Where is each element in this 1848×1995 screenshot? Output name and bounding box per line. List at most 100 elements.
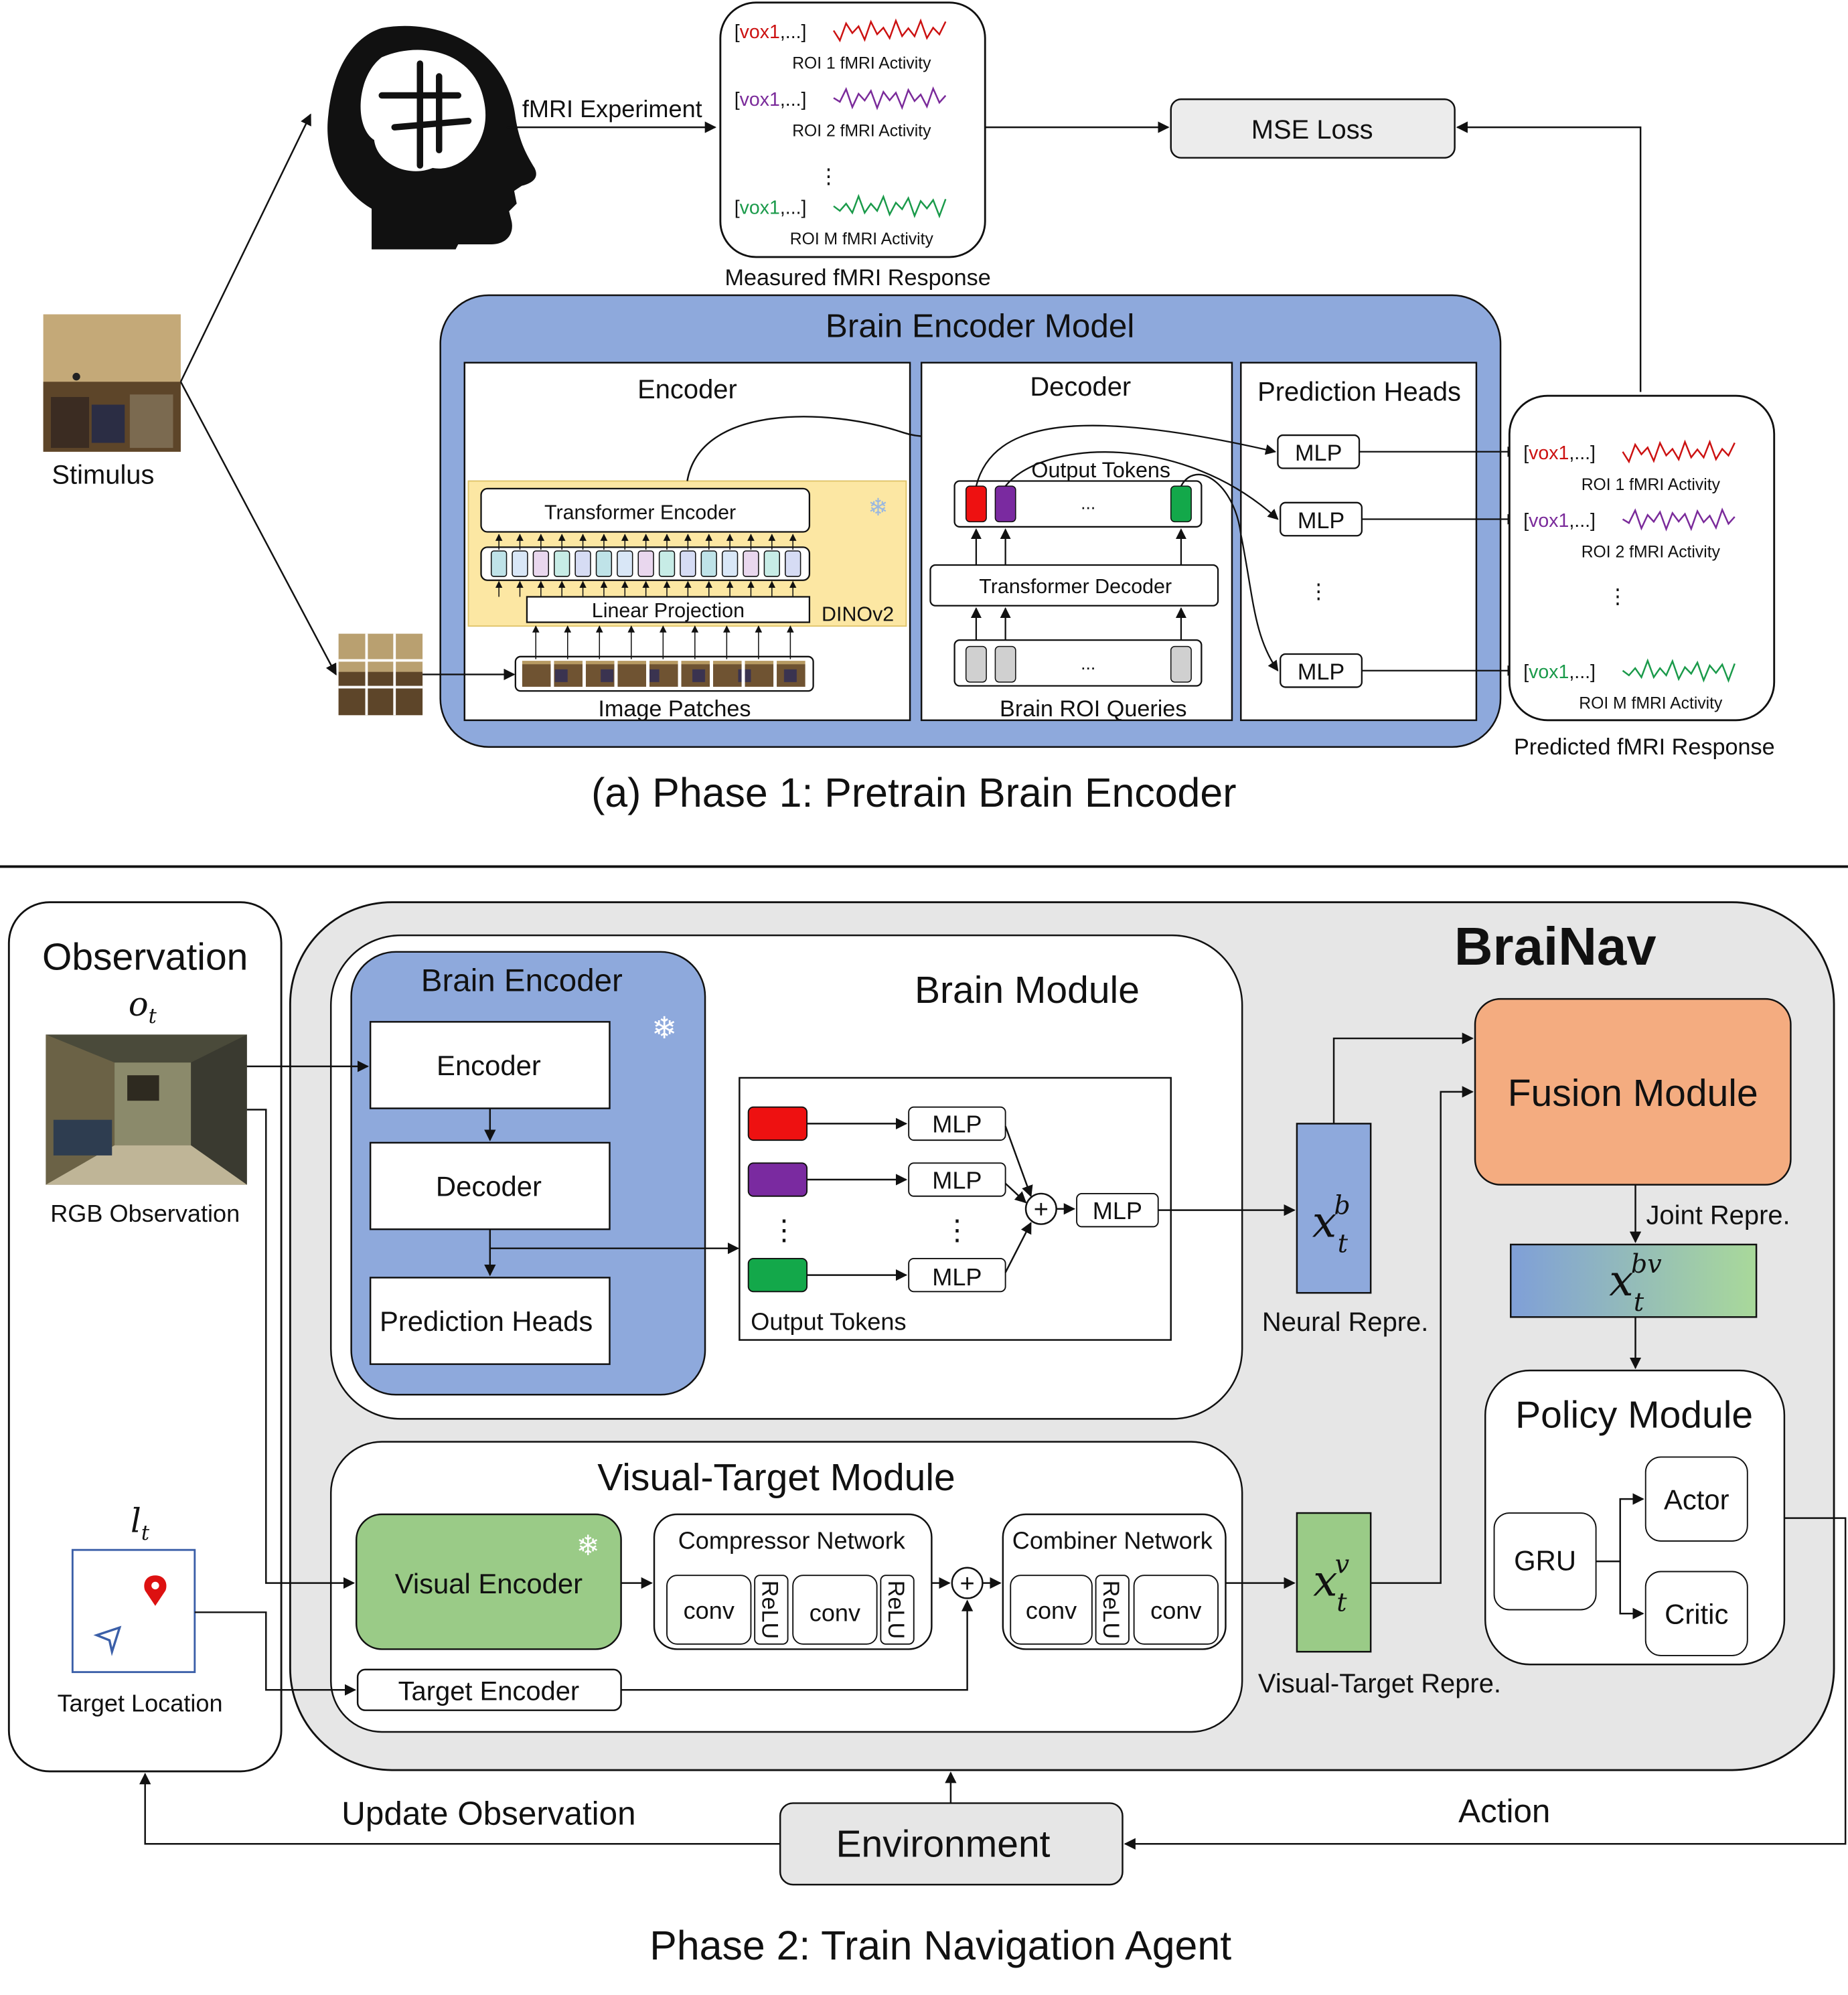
output-token-red <box>965 485 987 523</box>
p2-decoder-box <box>369 1141 611 1230</box>
predicted-fmri-box <box>1508 394 1776 722</box>
head-mlp-2-label: MLP <box>1298 508 1344 534</box>
update-observation-label: Update Observation <box>341 1796 635 1832</box>
p2-encoder-label: Encoder <box>437 1050 541 1081</box>
roi-queries-strip <box>953 639 1203 687</box>
compressor-relu-2-label: ReLU <box>883 1581 909 1639</box>
head-mlp-m-label: MLP <box>1298 659 1344 685</box>
predicted-waveform-2 <box>1622 658 1736 684</box>
target-encoder-box <box>356 1668 622 1711</box>
measured-waveform-1 <box>833 86 947 110</box>
encoder-token-cell <box>721 550 739 577</box>
critic-label: Critic <box>1665 1598 1728 1629</box>
heads-dots: ⋮ <box>1308 580 1328 603</box>
target-encoder-label: Target Encoder <box>398 1676 580 1706</box>
joint-repr-box <box>1510 1243 1758 1318</box>
encoder-token-cell <box>763 550 781 577</box>
combiner-network-label: Combiner Network <box>1012 1526 1213 1554</box>
encoder-token-cell <box>658 550 676 577</box>
predicted-activity-0: ROI 1 fMRI Activity <box>1582 476 1721 494</box>
predicted-vox-2: [vox1,...] <box>1523 661 1596 683</box>
tokens-dots: ⋮ <box>770 1214 798 1245</box>
rgb-observation-image <box>46 1034 247 1185</box>
output-tokens-strip <box>953 480 1203 528</box>
token-mlp-1-label: MLP <box>932 1111 982 1138</box>
target-location-map <box>71 1548 196 1674</box>
measured-vox-0: [vox1,...] <box>735 21 807 43</box>
token-mlp-2-label: MLP <box>932 1166 982 1194</box>
compressor-conv-2-label: conv <box>810 1599 860 1627</box>
action-label: Action <box>1458 1793 1550 1830</box>
brain-module-title: Brain Module <box>915 969 1140 1012</box>
measured-dots: ⋮ <box>818 165 838 188</box>
combiner-conv-2-label: conv <box>1150 1597 1201 1624</box>
observation-title: Observation <box>42 935 248 978</box>
p2-encoder-box <box>369 1021 611 1109</box>
predicted-fmri-rows: [vox1,...] ROI 1 fMRI Activity [vox1,...] R… <box>1523 439 1736 713</box>
visual-encoder-box <box>355 1513 622 1650</box>
vt-repr-box <box>1296 1512 1372 1653</box>
actor-box <box>1644 1456 1748 1542</box>
predicted-dots: ⋮ <box>1608 585 1628 608</box>
measured-activity-0: ROI 1 fMRI Activity <box>792 55 931 73</box>
roi-query-m <box>1170 645 1192 683</box>
visual-target-title: Visual-Target Module <box>597 1456 955 1499</box>
image-patch-tile <box>521 659 552 688</box>
measured-fmri-rows: [vox1,...]ROI 1 fMRI Activity[vox1,...]R… <box>735 18 947 248</box>
joint-repr-label: Joint Repre. <box>1646 1201 1790 1230</box>
fusion-module-box <box>1474 998 1792 1186</box>
output-token-green <box>1170 485 1192 523</box>
policy-module-title: Policy Module <box>1515 1394 1753 1437</box>
token-purple <box>747 1162 808 1197</box>
encoder-token-cell <box>595 550 613 577</box>
measured-activity-2: ROI M fMRI Activity <box>790 230 934 248</box>
encoder-token-cell <box>743 550 759 577</box>
brain-roi-queries-label: Brain ROI Queries <box>1000 696 1186 722</box>
encoder-token-cell <box>512 550 528 577</box>
combiner-conv-1-label: conv <box>1026 1597 1077 1624</box>
prediction-heads-title: Prediction Heads <box>1257 378 1461 407</box>
roi-queries-dots: ... <box>1081 653 1095 673</box>
brain-encoder-title: Brain Encoder <box>421 963 623 999</box>
phase1-caption: (a) Phase 1: Pretrain Brain Encoder <box>591 770 1236 815</box>
roi-query-1 <box>965 645 987 683</box>
token-red <box>747 1106 808 1141</box>
image-patch-tile <box>617 659 647 688</box>
p2-heads-label: Prediction Heads <box>380 1305 593 1337</box>
encoder-token-strip <box>490 534 801 597</box>
vt-repr-label: Visual-Target Repre. <box>1258 1669 1501 1698</box>
transformer-encoder-label: Transformer Encoder <box>544 501 736 524</box>
critic-box <box>1644 1571 1748 1656</box>
predicted-activity-2: ROI M fMRI Activity <box>1579 695 1723 713</box>
image-patch-tile <box>744 659 775 688</box>
neural-repr-label: Neural Repre. <box>1262 1307 1428 1337</box>
brainav-title: BraiNav <box>1454 916 1657 976</box>
roi-query-2 <box>994 645 1016 683</box>
fusion-module-label: Fusion Module <box>1508 1072 1758 1115</box>
image-patch-grid <box>338 633 423 716</box>
measured-fmri-caption: Measured fMRI Response <box>724 265 990 291</box>
encoder-snowflake-icon: ❄ <box>868 493 888 521</box>
encoder-token-cell <box>490 550 508 577</box>
predicted-fmri-caption: Predicted fMRI Response <box>1514 734 1775 760</box>
predicted-vox-0: [vox1,...] <box>1523 443 1596 464</box>
predicted-activity-1: ROI 2 fMRI Activity <box>1582 544 1721 562</box>
image-patch-tile <box>648 659 679 688</box>
target-location-label: Target Location <box>58 1690 223 1717</box>
head-mlp-1-label: MLP <box>1295 441 1342 466</box>
measured-activity-1: ROI 2 fMRI Activity <box>792 122 931 140</box>
head-icon <box>327 25 536 250</box>
transformer-decoder-label: Transformer Decoder <box>979 575 1172 598</box>
linear-projection-label: Linear Projection <box>592 599 745 622</box>
encoder-title: Encoder <box>637 375 737 404</box>
output-tokens-dots: ... <box>1081 493 1095 513</box>
token-mlp-m <box>908 1257 1006 1293</box>
image-patch-tile <box>712 659 743 688</box>
fmri-experiment-label: fMRI Experiment <box>522 95 702 123</box>
image-patches-tiles <box>521 625 806 688</box>
output-tokens-caption: Output Tokens <box>751 1307 906 1335</box>
